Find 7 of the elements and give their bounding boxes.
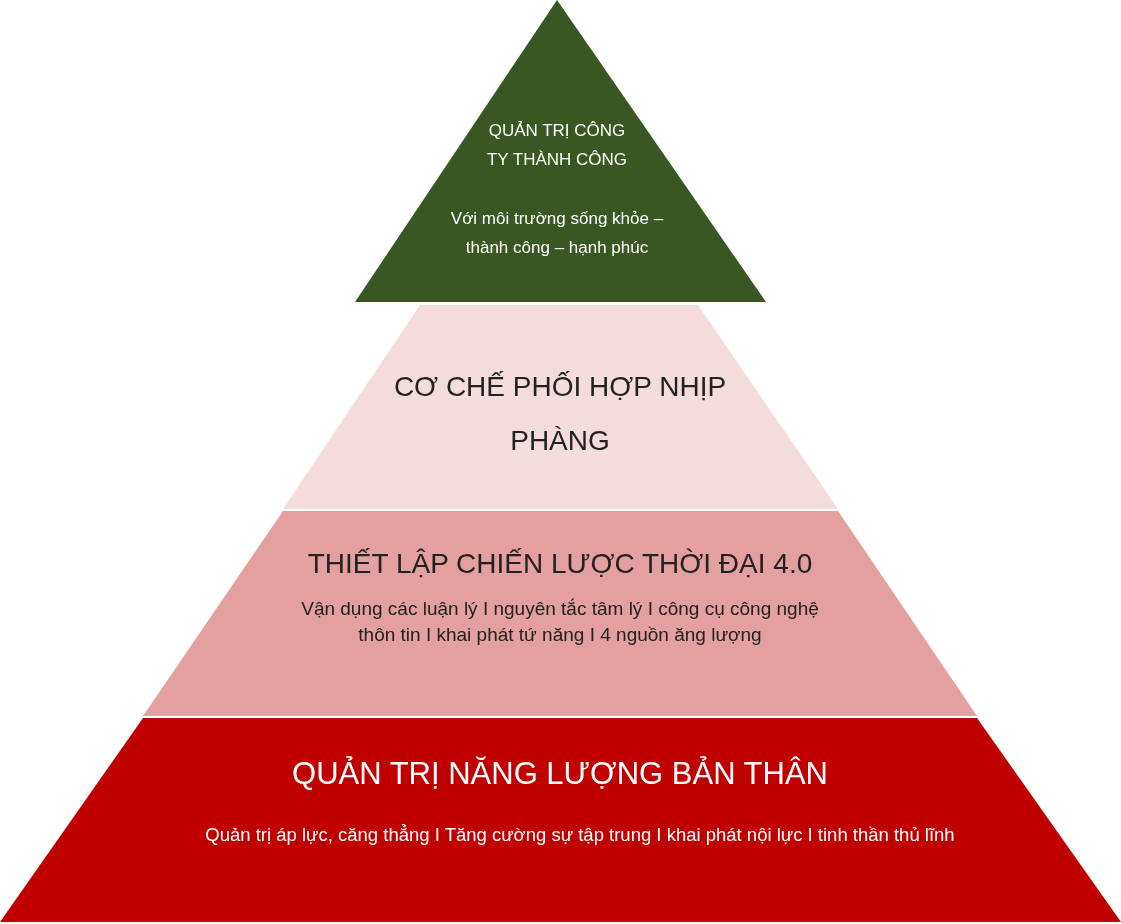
- tier-heading: THIẾT LẬP CHIẾN LƯỢC THỜI ĐẠI 4.0: [306, 547, 814, 581]
- tier-description: Với môi trường sống khỏe – thành công – hạnh phúc: [449, 208, 665, 259]
- tier-heading: CƠ CHẾ PHỐI HỢP NHỊP PHÀNG: [392, 370, 728, 458]
- tier-heading: QUẢN TRỊ NĂNG LƯỢNG BẢN THÂN: [291, 755, 829, 793]
- tier-heading: QUẢN TRỊ CÔNG TY THÀNH CÔNG: [485, 120, 629, 171]
- tier-description: Vận dụng các luận lý I nguyên tắc tâm lý I công cụ công nghệ thôn tin I khai phát tứ năng I 4 nguồn ăng lượng: [300, 597, 820, 647]
- tier-description: Quản trị áp lực, căng thẳng I Tăng cường sự tập trung I khai phát nội lực I tinh thần thủ lĩnh: [204, 823, 956, 847]
